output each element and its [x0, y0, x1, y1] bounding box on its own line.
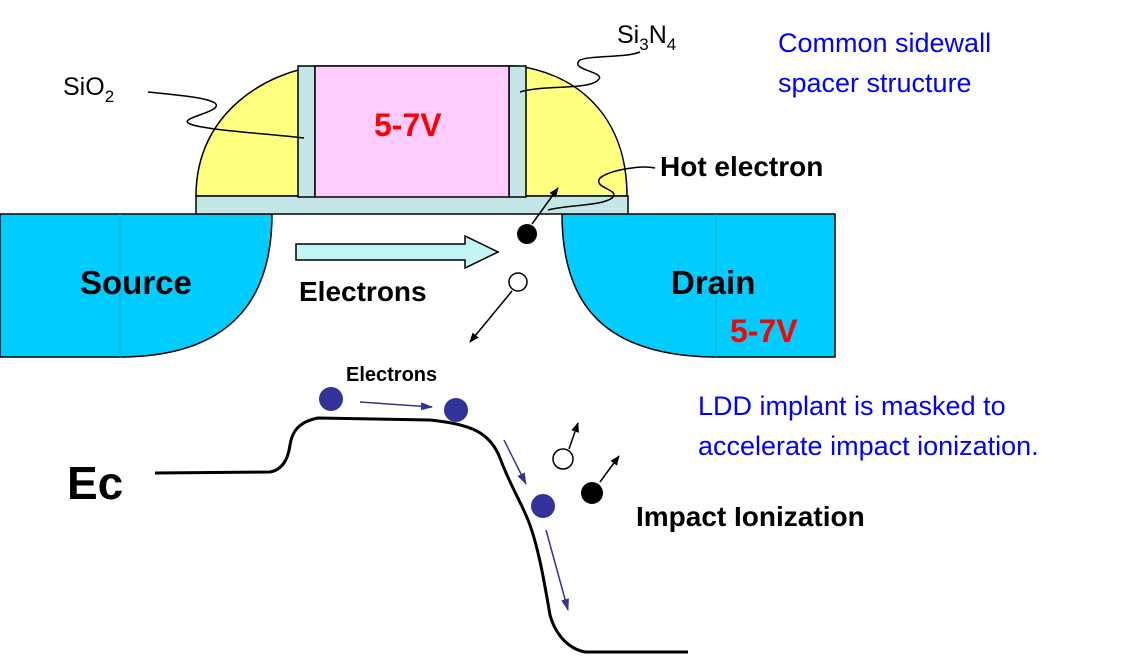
hot-electron-dot	[517, 224, 537, 244]
si3n4-label: Si3N4	[617, 21, 676, 54]
note-top-line-2: spacer structure	[778, 68, 972, 98]
si3n4-liner-right	[508, 65, 527, 198]
drain-region	[561, 213, 836, 358]
hole-dot	[508, 272, 528, 292]
electrons-band-label: Electrons	[346, 364, 437, 386]
source-label: Source	[80, 264, 192, 301]
impact-hole-dot	[552, 448, 574, 470]
impact-ionization-label: Impact Ionization	[636, 501, 865, 532]
hot-electron-arrow	[531, 187, 559, 225]
gate-voltage-label: 5-7V	[374, 107, 442, 143]
ec-band-curve	[154, 416, 688, 654]
impact-electron-dot	[581, 482, 603, 504]
si3n4-liner-left	[297, 65, 316, 198]
band-arrow-3	[545, 529, 569, 611]
note-top-line-1: Common sidewall	[778, 28, 991, 58]
drain-label: Drain	[671, 264, 755, 301]
source-region	[0, 213, 273, 358]
band-arrow-1	[359, 401, 433, 411]
si3n4-liner-bottom	[195, 195, 629, 215]
hot-electron-label: Hot electron	[660, 151, 823, 182]
sio2-label: SiO2	[63, 73, 114, 106]
band-electron-3	[531, 494, 555, 518]
impact-hole-arrow	[568, 422, 579, 450]
note-bottom-line-2: accelerate impact ionization.	[698, 431, 1039, 461]
hole-arrow	[469, 290, 513, 343]
gate	[314, 65, 510, 198]
ec-label: Ec	[67, 457, 123, 509]
band-electron-2	[444, 398, 468, 422]
sio2-leader	[147, 91, 305, 139]
note-bottom-line-1: LDD implant is masked to	[698, 391, 1006, 421]
band-arrow-2	[503, 439, 527, 485]
electrons-channel-label: Electrons	[299, 276, 427, 307]
hot-electron-leader	[547, 166, 656, 211]
impact-electron-arrow	[599, 455, 620, 483]
drain-voltage-label: 5-7V	[730, 313, 798, 349]
si3n4-leader	[519, 51, 641, 93]
electron-flow-arrow	[295, 234, 500, 270]
band-electron-1	[319, 387, 343, 411]
